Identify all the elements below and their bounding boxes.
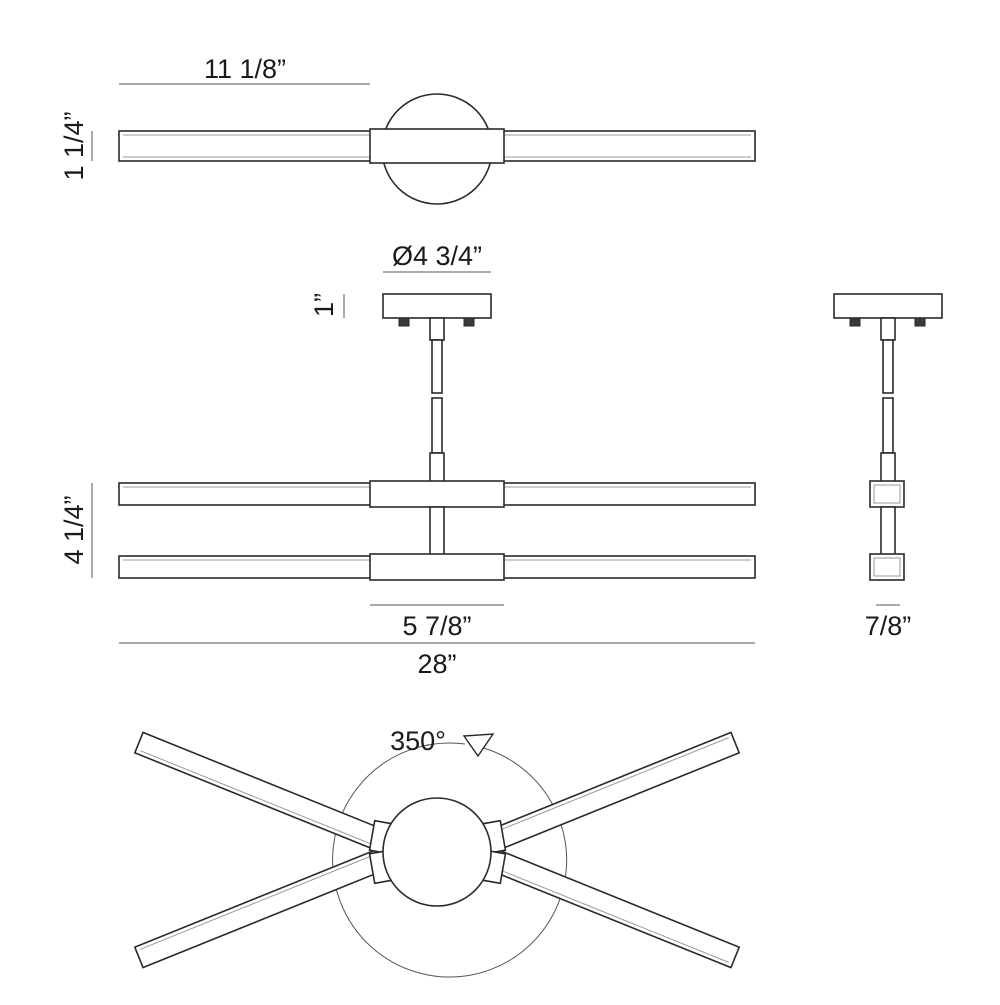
front-stem-lower bbox=[431, 397, 443, 454]
total-width-label: 28” bbox=[417, 649, 456, 679]
canopy-height-label: 1” bbox=[309, 293, 339, 317]
canopy-diameter-label: Ø4 3/4” bbox=[392, 241, 482, 271]
side-stem-coupler bbox=[880, 452, 896, 484]
front-upper-block bbox=[369, 480, 505, 508]
front-stem-coupler bbox=[429, 452, 445, 484]
arm-lower-right bbox=[488, 848, 741, 969]
arm-upper-left bbox=[133, 731, 386, 852]
side-depth-label: 7/8” bbox=[865, 611, 912, 641]
arm-lower-left bbox=[133, 848, 386, 969]
top-view: 11 1/8” 1 1/4” bbox=[59, 54, 756, 205]
center-width-label: 5 7/8” bbox=[402, 611, 471, 641]
rotation-label: 350° bbox=[390, 726, 446, 756]
side-connector-stem bbox=[880, 506, 896, 557]
rotation-arrow-icon bbox=[462, 733, 495, 758]
side-canopy-screw-left bbox=[849, 317, 861, 327]
front-lower-block bbox=[369, 553, 505, 581]
front-canopy bbox=[382, 293, 492, 319]
side-stem-lower bbox=[882, 397, 894, 454]
side-canopy bbox=[833, 293, 943, 319]
side-view: 7/8” bbox=[833, 293, 943, 641]
side-canopy-screw-right bbox=[914, 317, 926, 327]
side-stem-connector bbox=[880, 317, 896, 341]
top-width-label: 11 1/8” bbox=[204, 54, 286, 84]
front-stem-connector bbox=[429, 317, 445, 341]
top-view-center-block bbox=[369, 128, 505, 164]
side-stem-upper bbox=[882, 339, 894, 394]
front-canopy-screw-left bbox=[398, 317, 410, 327]
rotation-view: 350° bbox=[133, 726, 741, 978]
fixture-height-label: 4 1/4” bbox=[59, 495, 89, 564]
arm-upper-right bbox=[488, 731, 741, 852]
rotation-canopy bbox=[382, 797, 492, 907]
front-stem-upper bbox=[431, 339, 443, 394]
front-connector-stem bbox=[429, 506, 445, 557]
front-canopy-screw-right bbox=[463, 317, 475, 327]
front-view: Ø4 3/4” 1” 4 1/4” 5 7/8” 28” bbox=[59, 241, 756, 679]
top-height-label: 1 1/4” bbox=[59, 111, 89, 180]
